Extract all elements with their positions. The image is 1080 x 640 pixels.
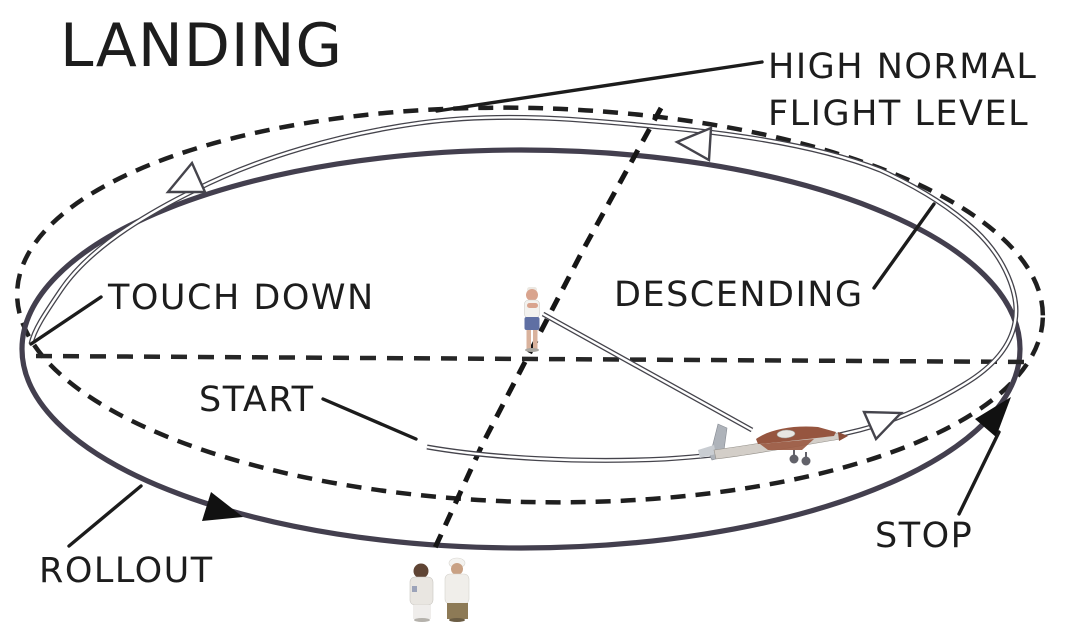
spectators-figure bbox=[409, 557, 470, 622]
label-rollout: ROLLOUT bbox=[39, 551, 214, 591]
high-flight-level-ellipse bbox=[14, 105, 1046, 505]
pilot-shirt bbox=[524, 299, 540, 319]
label-high-normal-line2: FLIGHT LEVEL bbox=[768, 94, 1029, 134]
spectator1-feet bbox=[414, 618, 430, 622]
page-title: LANDING bbox=[60, 11, 343, 81]
pilot-shorts bbox=[524, 317, 540, 330]
ground-circle bbox=[19, 147, 1023, 551]
label-touch-down: TOUCH DOWN bbox=[107, 278, 375, 318]
plane-nose-spinner bbox=[838, 432, 848, 441]
plane-wheel-2 bbox=[801, 456, 811, 466]
flight-direction-arrow-top-right-icon bbox=[674, 126, 713, 162]
label-descending: DESCENDING bbox=[614, 275, 864, 315]
pilot-left-leg bbox=[526, 330, 531, 349]
horizontal-centerline bbox=[35, 353, 1035, 365]
stop-leader-line bbox=[957, 430, 1001, 516]
plane-tailplane bbox=[698, 445, 716, 458]
flight-direction-arrow-top-left-icon bbox=[165, 160, 207, 194]
label-high-normal-line1: HIGH NORMAL bbox=[768, 47, 1037, 87]
high-normal-leader-line bbox=[435, 60, 764, 113]
pilot-feet bbox=[525, 348, 539, 352]
spectator2-feet bbox=[449, 618, 465, 622]
rollout-direction-arrow-icon bbox=[202, 492, 243, 521]
label-start: START bbox=[199, 380, 314, 420]
spectator2-body bbox=[444, 573, 470, 605]
diagonal-centerline bbox=[431, 106, 664, 552]
rollout-leader-line bbox=[67, 484, 143, 548]
flight-direction-arrow-right-icon bbox=[862, 410, 904, 442]
spectator2-pants bbox=[447, 603, 468, 619]
plane-wheel-1 bbox=[789, 454, 799, 464]
plane-wing-top bbox=[756, 426, 836, 444]
spectator1-legs bbox=[413, 605, 431, 619]
spectator1-detail bbox=[412, 586, 417, 592]
control-lines-gap bbox=[542, 312, 753, 432]
pilot-arms bbox=[527, 303, 538, 308]
airplane-figure bbox=[698, 423, 848, 466]
spectator1-head bbox=[413, 563, 429, 579]
descending-leader-line bbox=[872, 202, 936, 290]
plane-wing-near bbox=[760, 439, 814, 450]
touch-down-leader-line bbox=[29, 295, 103, 346]
plane-canopy bbox=[776, 429, 796, 439]
start-leader-line bbox=[321, 397, 418, 441]
label-stop: STOP bbox=[875, 516, 973, 556]
pilot-figure bbox=[524, 287, 540, 352]
pilot-head bbox=[526, 289, 538, 301]
pilot-right-leg bbox=[533, 330, 538, 349]
stop-direction-arrow-icon bbox=[975, 397, 1011, 437]
spectator2-head bbox=[451, 563, 463, 575]
